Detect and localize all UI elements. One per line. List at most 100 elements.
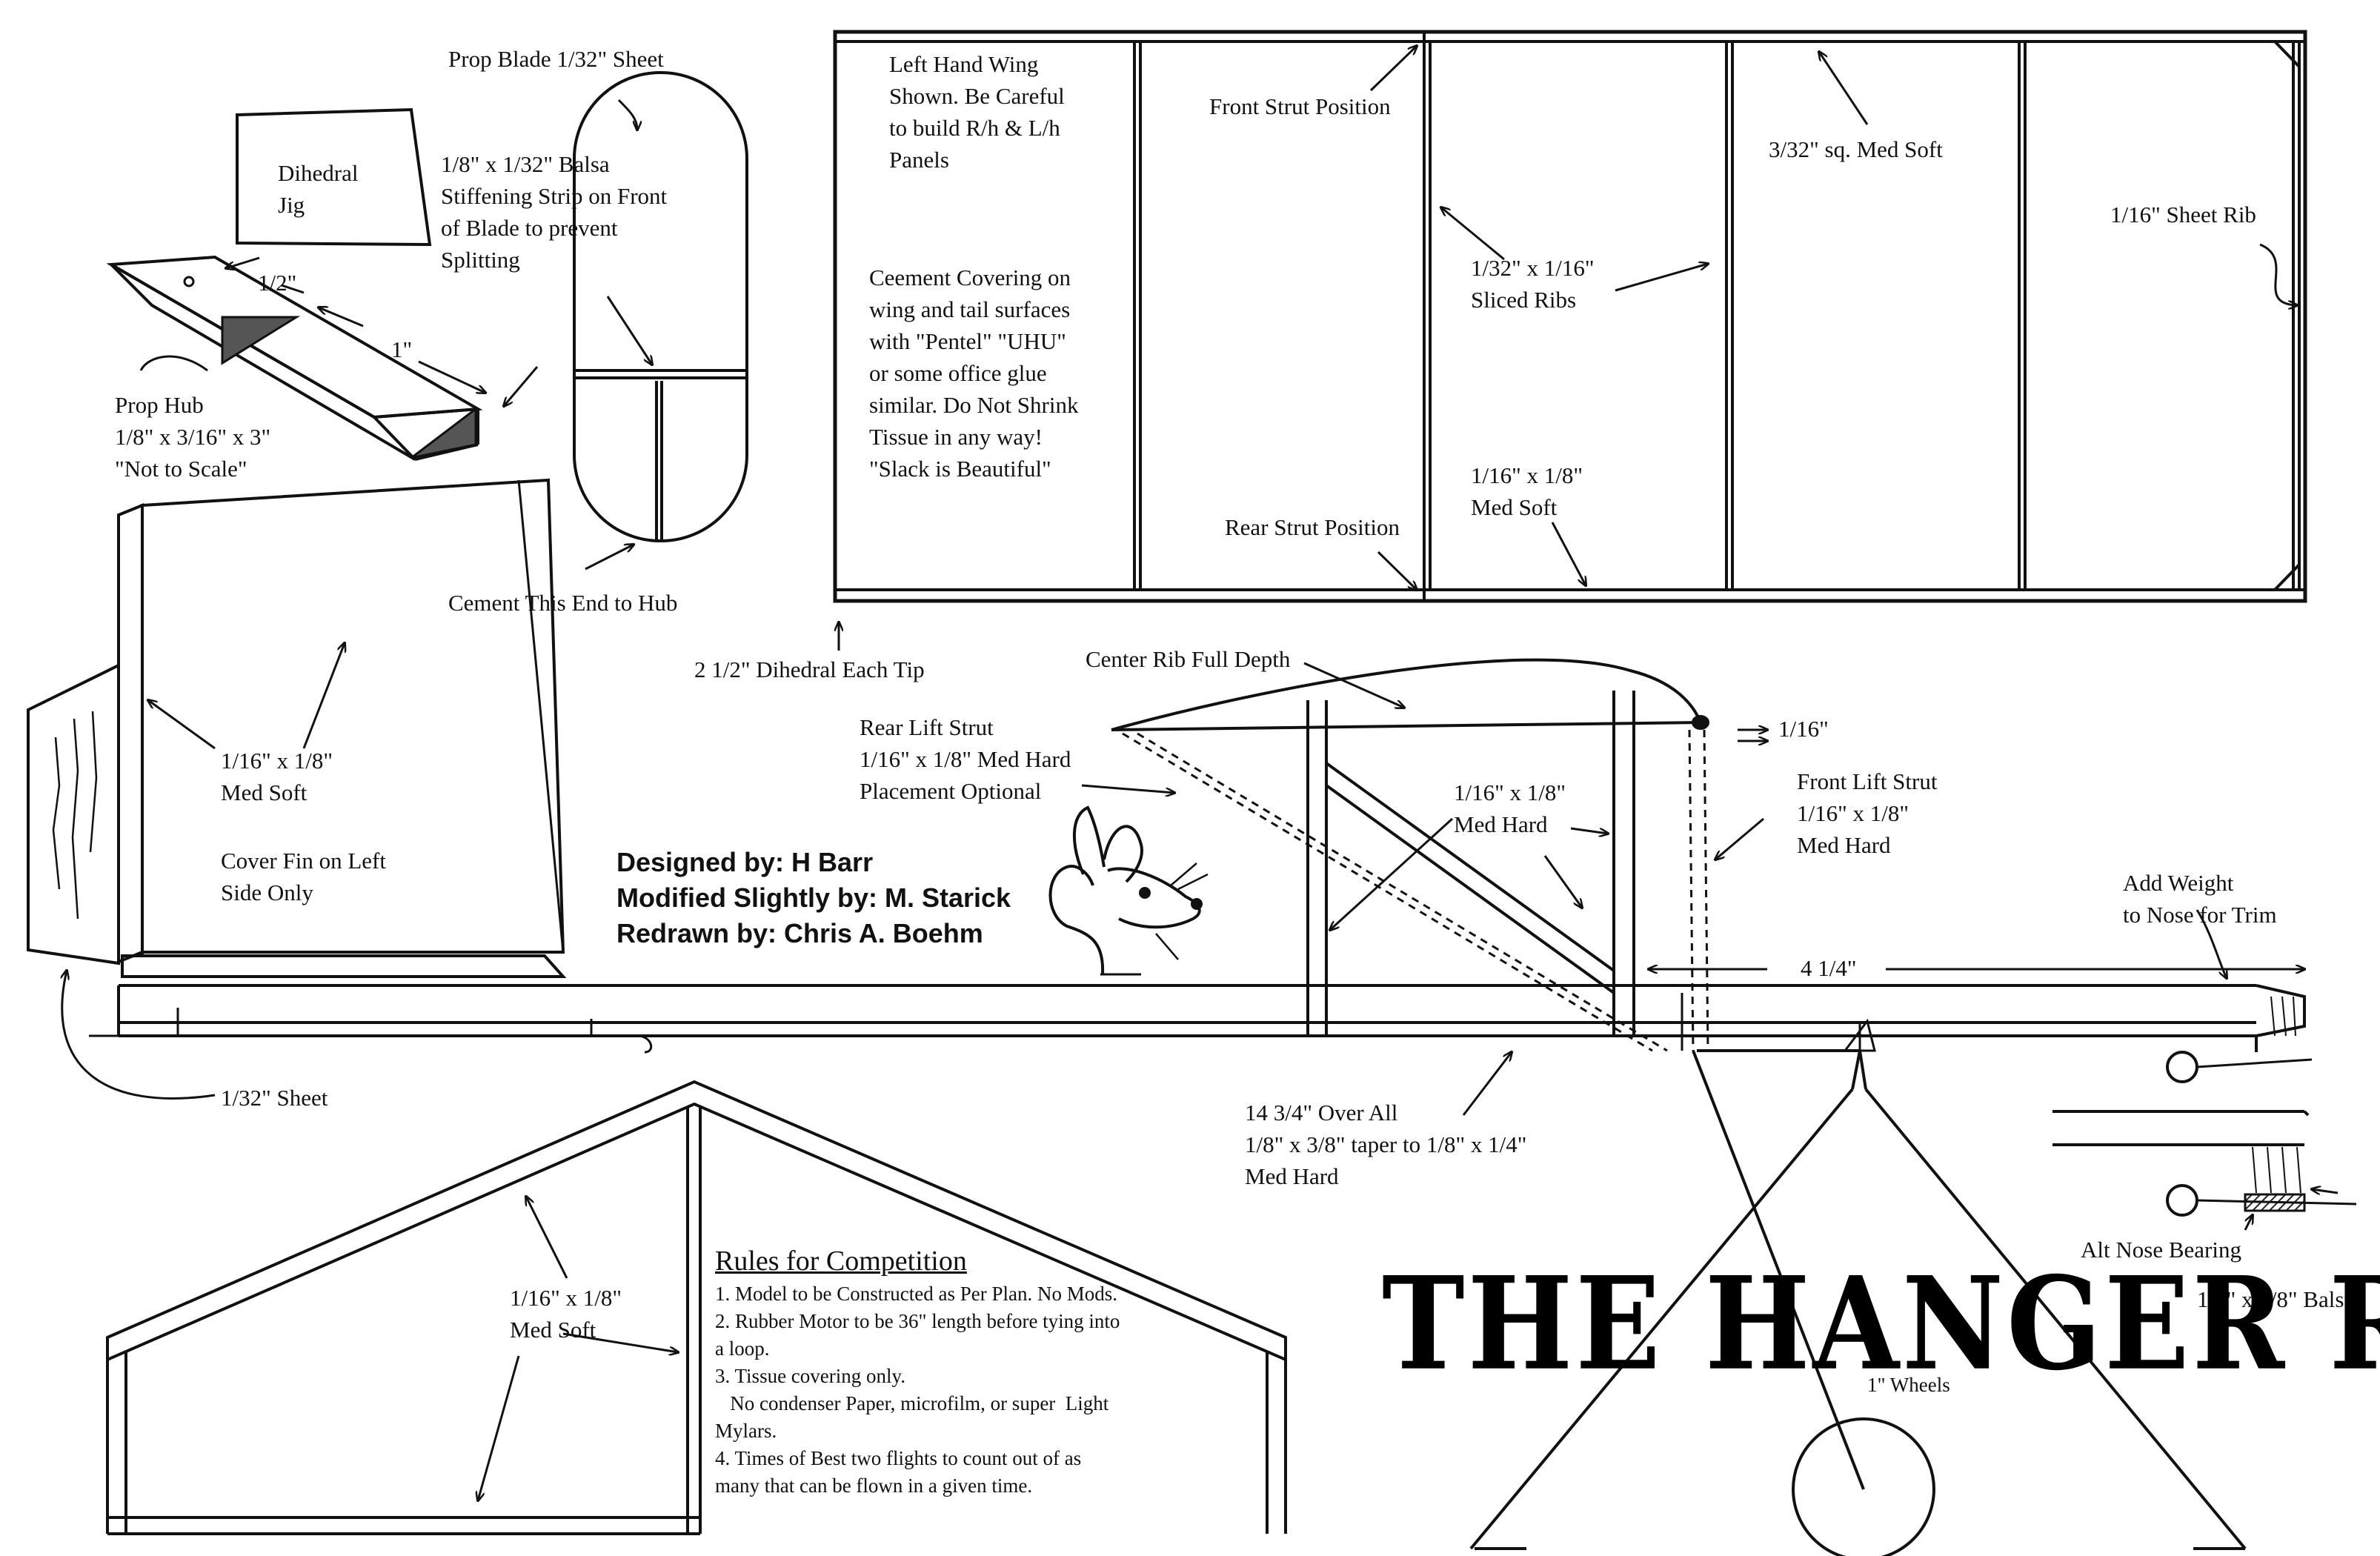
covering-note-line-3: with "Pentel" "UHU"	[869, 328, 1066, 354]
center-rib-label: Center Rib Full Depth	[1086, 646, 1291, 672]
covering-note-line-1: Ceement Covering on	[869, 265, 1071, 290]
strut-stock-label: 1/16" x 1/8" Med Hard	[1454, 777, 1566, 840]
stiffening-strip-label: 1/8" x 1/32" Balsa Stiffening Strip on F…	[441, 148, 667, 276]
strut-stock-line-2: Med Hard	[1454, 811, 1548, 837]
fin-drawing	[27, 478, 567, 1100]
wing-edge-label: 1/16" x 1/8" Med Soft	[1471, 459, 1583, 523]
rule-line-1: 1. Model to be Constructed as Per Plan. …	[715, 1283, 1117, 1305]
front-dimension-label: 4 1/4"	[1801, 955, 1857, 981]
motor-stick-label: 14 3/4" Over All 1/8" x 3/8" taper to 1/…	[1245, 1097, 1526, 1192]
nose-weight-label: Add Weight to Nose for Trim	[2123, 867, 2277, 931]
motor-stick-line-1: 14 3/4" Over All	[1245, 1100, 1398, 1126]
prop-blade	[573, 71, 748, 571]
motor-stick-line-3: Med Hard	[1245, 1163, 1339, 1189]
front-strut-position-label: Front Strut Position	[1209, 93, 1391, 119]
sliced-ribs-line-1: 1/32" x 1/16"	[1471, 255, 1595, 281]
covering-note-line-5: similar. Do Not Shrink	[869, 392, 1079, 418]
strut-stock-line-1: 1/16" x 1/8"	[1454, 779, 1566, 805]
credit-modifier: Modified Slightly by: M. Starick	[616, 882, 1011, 913]
front-lift-strut-label: Front Lift Strut 1/16" x 1/8" Med Hard	[1797, 765, 1937, 861]
rule-line-4: 3. Tissue covering only.	[715, 1365, 906, 1387]
wing-note: Left Hand Wing Shown. Be Careful to buil…	[889, 48, 1065, 176]
stiffening-strip-line-1: 1/8" x 1/32" Balsa	[441, 151, 610, 177]
rule-line-7: 4. Times of Best two flights to count ou…	[715, 1447, 1082, 1469]
stiffening-strip-line-3: of Blade to prevent	[441, 215, 618, 241]
prop-blade-label: Prop Blade 1/32" Sheet	[448, 46, 664, 72]
rear-strut-position-label: Rear Strut Position	[1225, 514, 1400, 540]
fin-cover-line-2: Side Only	[221, 880, 313, 905]
nose-weight-line-2: to Nose for Trim	[2123, 902, 2277, 928]
wheels-label: 1" Wheels	[1867, 1374, 1950, 1396]
stiffening-strip-line-4: Splitting	[441, 247, 520, 273]
front-lift-strut-line-2: 1/16" x 1/8"	[1797, 800, 1909, 826]
credits: Designed by: H Barr Modified Slightly by…	[616, 845, 1011, 951]
stab-strip-label: 1/16" x 1/8" Med Soft	[510, 1282, 622, 1346]
dihedral-jig-line-2: Jig	[278, 192, 305, 218]
rules-title: Rules for Competition	[715, 1246, 967, 1277]
hub-dim-one: 1"	[391, 336, 413, 362]
prop-hub	[106, 255, 539, 461]
dihedral-label: 2 1/2" Dihedral Each Tip	[694, 656, 925, 682]
credit-redrawer: Redrawn by: Chris A. Boehm	[616, 918, 983, 948]
fin-cover-line-1: Cover Fin on Left	[221, 848, 386, 874]
stab-strip-line-1: 1/16" x 1/8"	[510, 1285, 622, 1311]
fin-strip-line-2: Med Soft	[221, 779, 308, 805]
rules-list: 1. Model to be Constructed as Per Plan. …	[715, 1280, 1120, 1500]
offset-label: 1/16"	[1778, 716, 1829, 742]
sliced-ribs-label: 1/32" x 1/16" Sliced Ribs	[1471, 252, 1595, 316]
wing-note-line-4: Panels	[889, 147, 949, 173]
bearing-balsa-label: 1/8" x 3/8" Balsa	[2197, 1286, 2355, 1312]
sliced-ribs-line-2: Sliced Ribs	[1471, 287, 1577, 313]
stabilizer-drawing	[106, 1080, 1287, 1535]
dihedral-jig	[236, 107, 432, 247]
wing-edge-line-2: Med Soft	[1471, 494, 1558, 520]
covering-note-line-7: "Slack is Beautiful"	[869, 456, 1051, 482]
wing-panel	[833, 30, 2307, 603]
plan-title: THE HANGER RAT	[1382, 1249, 2380, 1400]
covering-note-line-4: or some office glue	[869, 360, 1047, 386]
rule-line-6: Mylars.	[715, 1420, 777, 1442]
rat-doodle	[1048, 805, 1209, 976]
stiffening-strip-line-2: Stiffening Strip on Front	[441, 183, 668, 209]
covering-note-line-2: wing and tail surfaces	[869, 296, 1071, 322]
rear-lift-strut-line-3: Placement Optional	[860, 778, 1042, 804]
landing-gear	[1469, 1018, 2247, 1556]
fin-cover-label: Cover Fin on Left Side Only	[221, 845, 386, 908]
dihedral-jig-label: Dihedral Jig	[278, 157, 358, 221]
wing-note-line-3: to build R/h & L/h	[889, 115, 1060, 141]
hub-dim-half: 1/2"	[258, 270, 297, 296]
fin-sheet-label: 1/32" Sheet	[221, 1085, 328, 1111]
fin-strip-label: 1/16" x 1/8" Med Soft	[221, 745, 333, 808]
prop-hub-line-1: Prop Hub	[115, 392, 204, 418]
prop-hub-line-3: "Not to Scale"	[115, 456, 247, 482]
dihedral-jig-line-1: Dihedral	[278, 160, 359, 186]
motor-stick-line-2: 1/8" x 3/8" taper to 1/8" x 1/4"	[1245, 1131, 1527, 1157]
wing-note-line-2: Shown. Be Careful	[889, 83, 1065, 109]
rear-lift-strut-label: Rear Lift Strut 1/16" x 1/8" Med Hard Pl…	[860, 711, 1071, 807]
alt-nose-bearing	[2052, 1110, 2357, 1231]
covering-note-line-6: Tissue in any way!	[869, 424, 1043, 450]
rear-lift-strut-line-2: 1/16" x 1/8" Med Hard	[860, 746, 1071, 772]
rule-line-5: No condenser Paper, microfilm, or super …	[715, 1392, 1109, 1414]
alt-nose-bearing-label: Alt Nose Bearing	[2081, 1237, 2241, 1263]
rule-line-2: 2. Rubber Motor to be 36" length before …	[715, 1310, 1120, 1332]
wing-leader-lines	[839, 46, 2297, 651]
prop-hub-line-2: 1/8" x 3/16" x 3"	[115, 424, 271, 450]
covering-note: Ceement Covering on wing and tail surfac…	[869, 262, 1078, 485]
cement-end-label: Cement This End to Hub	[448, 590, 678, 616]
sheet-rib-label: 1/16" Sheet Rib	[2110, 202, 2256, 227]
stab-strip-line-2: Med Soft	[510, 1317, 596, 1343]
prop-hub-label: Prop Hub 1/8" x 3/16" x 3" "Not to Scale…	[115, 389, 270, 485]
fin-strip-line-1: 1/16" x 1/8"	[221, 748, 333, 774]
wing-note-line-1: Left Hand Wing	[889, 51, 1039, 77]
rule-line-8: many that can be flown in a given time.	[715, 1474, 1033, 1497]
spar-label: 3/32" sq. Med Soft	[1769, 136, 1943, 162]
wing-side-view	[1081, 658, 2304, 1116]
nose-weight-line-1: Add Weight	[2123, 870, 2234, 896]
front-lift-strut-line-1: Front Lift Strut	[1797, 768, 1938, 794]
rear-lift-strut-line-1: Rear Lift Strut	[860, 714, 994, 740]
front-lift-strut-line-3: Med Hard	[1797, 832, 1891, 858]
rule-line-3: a loop.	[715, 1337, 770, 1360]
